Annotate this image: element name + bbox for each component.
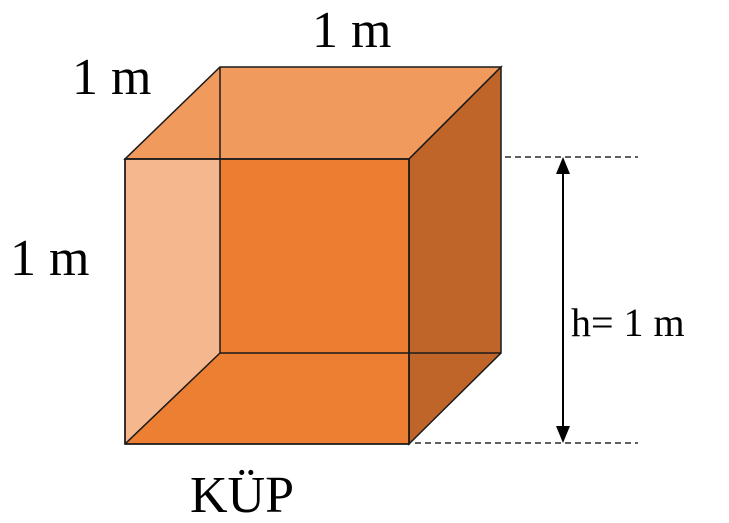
depth-edge-label: 1 m — [72, 49, 151, 106]
top-edge-label: 1 m — [312, 2, 391, 59]
left-edge-label: 1 m — [10, 230, 89, 287]
height-label: h= 1 m — [571, 300, 685, 345]
height-arrow — [556, 157, 570, 443]
arrow-head-down-icon — [556, 426, 570, 443]
cube-front-outline — [124, 158, 410, 445]
cube-hidden-edges — [124, 67, 501, 445]
cube-front-face — [124, 158, 410, 445]
cube-caption: KÜP — [190, 467, 294, 523]
arrow-head-up-icon — [556, 157, 570, 174]
